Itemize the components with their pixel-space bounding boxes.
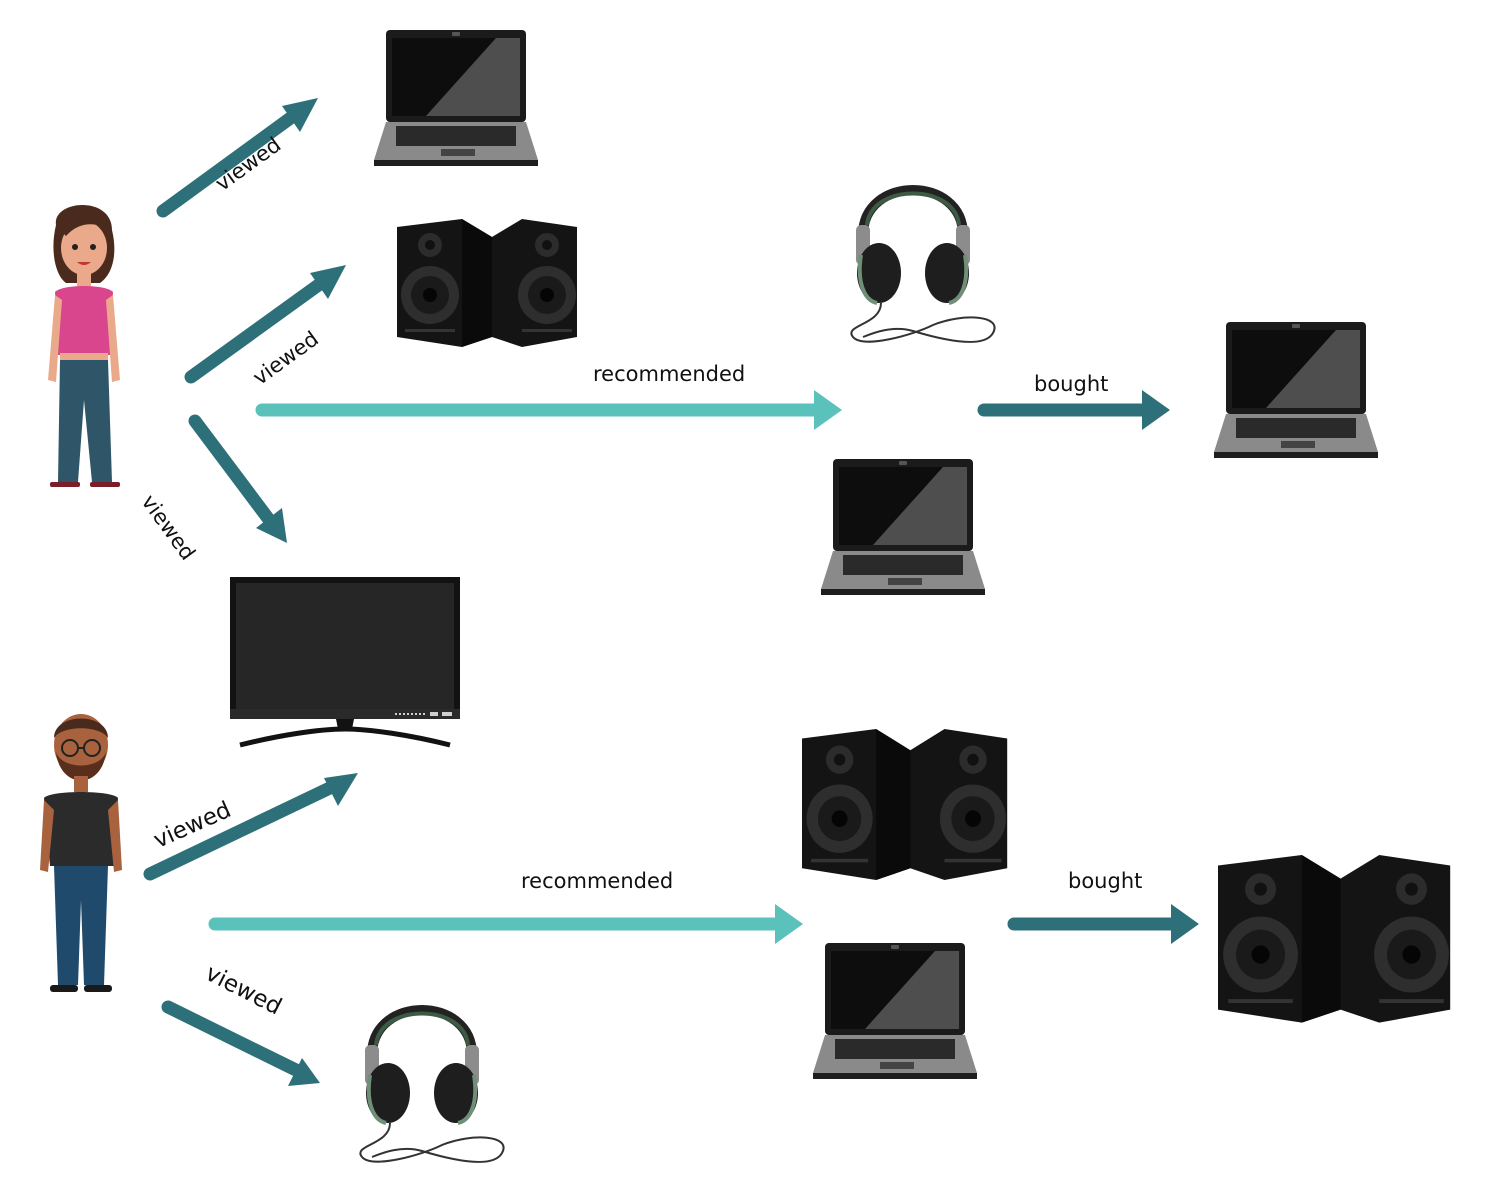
laptop-icon xyxy=(821,459,985,595)
bought-label: bought xyxy=(1034,372,1109,396)
speakers-icon xyxy=(397,219,577,347)
viewed-arrow xyxy=(184,274,331,384)
man-icon xyxy=(40,714,122,992)
laptop-icon xyxy=(813,943,977,1079)
viewed-arrow xyxy=(188,414,277,528)
speakers-icon xyxy=(1218,855,1451,1023)
laptop-icon xyxy=(1214,322,1378,458)
recommended-label: recommended xyxy=(521,869,674,893)
viewed-arrow xyxy=(143,779,341,881)
monitor-icon xyxy=(230,577,460,745)
headphones-icon xyxy=(851,190,994,342)
viewed-arrow xyxy=(156,107,303,218)
laptop-icon xyxy=(374,30,538,166)
bought-label: bought xyxy=(1068,869,1143,893)
viewed-arrow xyxy=(161,1000,303,1077)
recommended-label: recommended xyxy=(593,362,746,386)
headphones-icon xyxy=(360,1010,503,1162)
woman-icon xyxy=(48,205,120,487)
speakers-icon xyxy=(802,729,1008,881)
